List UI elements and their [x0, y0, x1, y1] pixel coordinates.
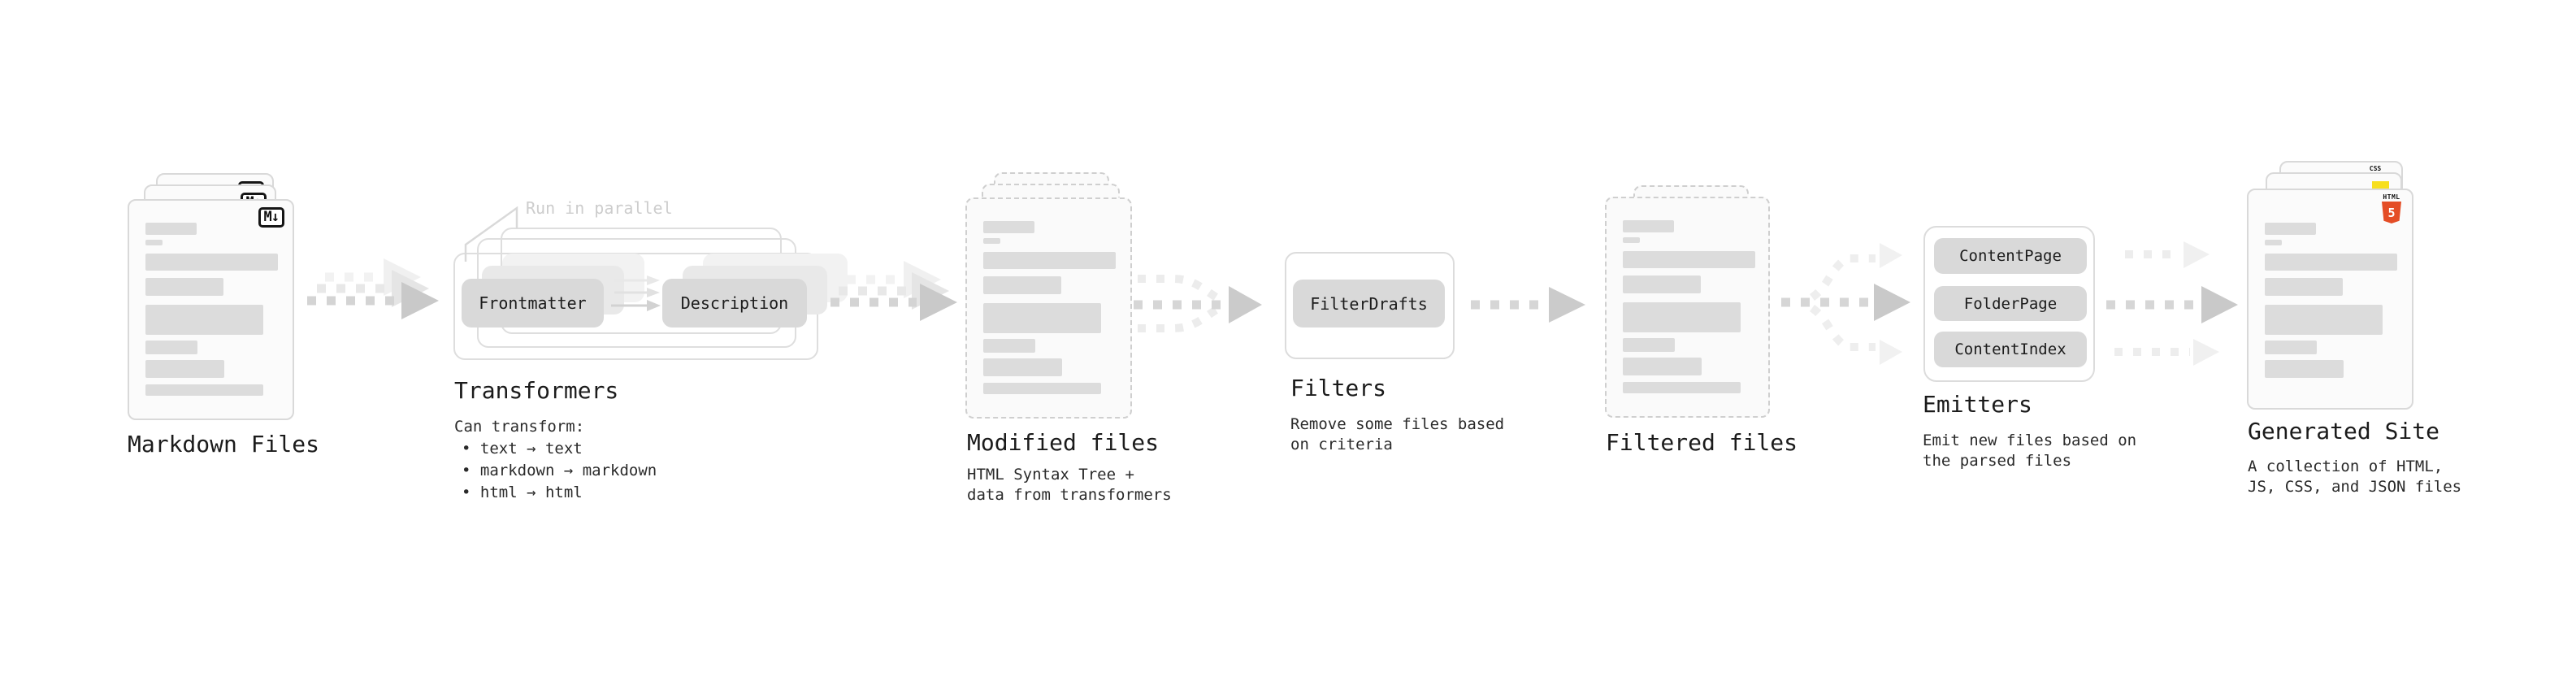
- text-bar: [145, 254, 278, 271]
- stage-title-filtered-files: Filtered files: [1606, 429, 1798, 456]
- caption-line: HTML Syntax Tree +: [967, 466, 1134, 484]
- transformers-caption: Can transform: • text → text • markdown …: [454, 416, 657, 504]
- contentindex-pill: ContentIndex: [1934, 332, 2087, 367]
- caption-line: • html → html: [462, 484, 583, 501]
- emitters-panel: ContentPage FolderPage ContentIndex: [1923, 226, 2095, 382]
- arrow-filters-to-filtered: [1471, 287, 1585, 323]
- description-pill: Description: [662, 279, 807, 327]
- text-bar: [1623, 251, 1755, 268]
- text-bar: [1623, 338, 1675, 352]
- text-bar: [2265, 254, 2397, 271]
- filters-caption: Remove some files based on criteria: [1290, 414, 1504, 455]
- stage-title-markdown-files: Markdown Files: [128, 431, 320, 458]
- file-text-placeholder: [145, 223, 278, 396]
- text-bar: [983, 252, 1116, 269]
- contentpage-pill: ContentPage: [1934, 238, 2087, 274]
- run-in-parallel-annotation: Run in parallel: [526, 198, 673, 218]
- frontmatter-pill: Frontmatter: [462, 279, 604, 327]
- markdown-file-card-front: M↓: [128, 199, 294, 420]
- text-bar: [2265, 305, 2383, 335]
- stage-title-transformers: Transformers: [454, 377, 619, 404]
- caption-line: the parsed files: [1923, 452, 2072, 470]
- stage-title-modified-files: Modified files: [967, 429, 1160, 456]
- emitters-caption: Emit new files based on the parsed files: [1923, 431, 2136, 471]
- text-bar: [983, 221, 1034, 233]
- text-bar: [983, 383, 1101, 394]
- text-bar: [2265, 240, 2282, 245]
- filtered-file-card-front: [1605, 197, 1770, 418]
- text-bar: [1623, 382, 1741, 393]
- stage-title-emitters: Emitters: [1923, 391, 2032, 418]
- caption-line: Remove some files based: [1290, 415, 1505, 433]
- caption-line: Emit new files based on: [1923, 432, 2137, 449]
- text-bar: [983, 276, 1061, 294]
- text-bar: [983, 358, 1062, 376]
- text-bar: [145, 240, 163, 245]
- text-bar: [983, 238, 1000, 244]
- text-bar: [2265, 340, 2317, 354]
- generated-site-caption: A collection of HTML, JS, CSS, and JSON …: [2248, 457, 2461, 497]
- filterdrafts-pill: FilterDrafts: [1293, 280, 1445, 327]
- text-bar: [1623, 220, 1674, 232]
- text-bar: [145, 360, 224, 378]
- generated-file-card-html: HTML 5: [2247, 189, 2413, 410]
- js-icon: [2372, 181, 2389, 189]
- html5-number: 5: [2387, 205, 2396, 220]
- text-bar: [1623, 275, 1701, 293]
- caption-line: JS, CSS, and JSON files: [2248, 478, 2462, 496]
- text-bar: [983, 303, 1101, 333]
- arrow-transformers-to-modified: [830, 261, 957, 321]
- text-bar: [145, 278, 223, 296]
- css-badge-label: CSS: [2369, 165, 2382, 172]
- arrow-markdown-to-transformers: [307, 258, 439, 319]
- caption-line: • text → text: [462, 440, 583, 458]
- arrow-modified-to-filters-merge: [1134, 275, 1262, 332]
- text-bar: [2265, 278, 2343, 296]
- arrow-filtered-to-emitters-split: [1781, 243, 1910, 365]
- file-text-placeholder: [983, 221, 1116, 394]
- folderpage-pill: FolderPage: [1934, 286, 2087, 321]
- text-bar: [983, 339, 1035, 353]
- modified-file-card-front: [965, 197, 1132, 419]
- arrow-emitters-to-generated: [2106, 241, 2238, 366]
- html5-icon: HTML 5: [2381, 193, 2402, 223]
- modified-files-caption: HTML Syntax Tree + data from transformer…: [967, 465, 1172, 505]
- caption-line: Can transform:: [454, 418, 585, 436]
- caption-line: A collection of HTML,: [2248, 458, 2444, 475]
- caption-line: data from transformers: [967, 486, 1172, 504]
- markdown-icon: M↓: [258, 207, 284, 228]
- caption-line: on criteria: [1290, 436, 1393, 453]
- text-bar: [145, 305, 263, 335]
- text-bar: [145, 384, 263, 396]
- text-bar: [2265, 360, 2344, 378]
- text-bar: [145, 340, 197, 354]
- stage-title-generated-site: Generated Site: [2248, 418, 2440, 445]
- text-bar: [1623, 302, 1741, 332]
- filters-panel: FilterDrafts: [1285, 252, 1455, 359]
- file-text-placeholder: [2265, 223, 2397, 384]
- text-bar: [1623, 358, 1702, 375]
- text-bar: [2265, 223, 2316, 235]
- text-bar: [145, 223, 197, 235]
- caption-line: • markdown → markdown: [462, 462, 657, 479]
- html5-word: HTML: [2383, 193, 2400, 201]
- stage-title-filters: Filters: [1290, 375, 1387, 401]
- text-bar: [1623, 237, 1640, 243]
- html5-shield: 5: [2382, 202, 2401, 223]
- file-text-placeholder: [1623, 220, 1755, 393]
